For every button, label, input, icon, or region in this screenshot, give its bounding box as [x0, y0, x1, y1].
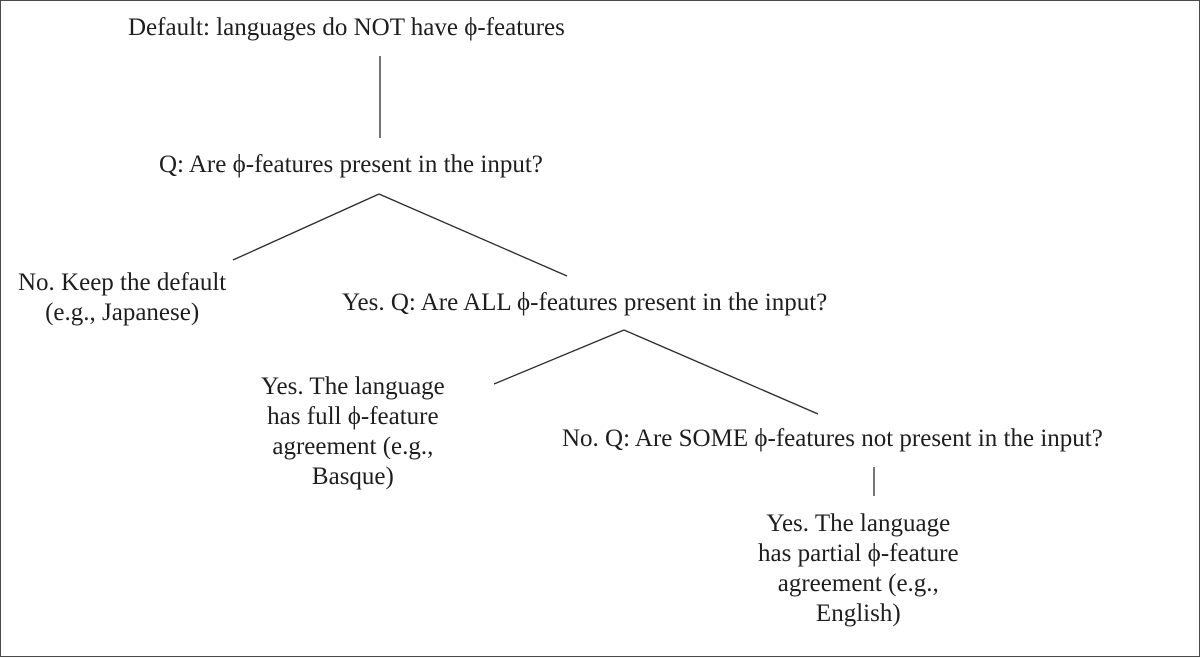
- no1-line-1: No. Keep the default: [18, 269, 227, 296]
- yes3-line-2: has partial ϕ-feature: [758, 540, 959, 567]
- edge-yes1-yes2: [493, 329, 625, 385]
- yes-partial-agreement-node: Yes. The language has partial ϕ-feature …: [758, 509, 959, 629]
- question-some-phi-absent: No. Q: Are SOME ϕ-features not present i…: [562, 425, 1103, 452]
- edge-q1-yes1: [378, 193, 568, 277]
- yes2-line-2: has full ϕ-feature: [267, 403, 439, 430]
- yes2-line-4: Basque): [311, 463, 394, 490]
- question-phi-present: Q: Are ϕ-features present in the input?: [159, 151, 543, 178]
- root-node: Default: languages do NOT have ϕ-feature…: [128, 14, 565, 41]
- yes3-line-3: agreement (e.g.,: [777, 570, 939, 597]
- edge-yes1-no2: [623, 329, 819, 415]
- yes3-line-1: Yes. The language: [766, 510, 951, 537]
- edge-q1-no1: [232, 193, 380, 261]
- yes3-line-4: English): [815, 600, 901, 627]
- no-keep-default-node: No. Keep the default (e.g., Japanese): [18, 268, 226, 328]
- yes2-line-3: agreement (e.g.,: [272, 433, 434, 460]
- yes-full-agreement-node: Yes. The language has full ϕ-feature agr…: [261, 372, 445, 492]
- yes2-line-1: Yes. The language: [261, 373, 445, 400]
- question-all-phi-present: Yes. Q: Are ALL ϕ-features present in th…: [342, 289, 828, 316]
- no1-line-2: (e.g., Japanese): [45, 299, 200, 326]
